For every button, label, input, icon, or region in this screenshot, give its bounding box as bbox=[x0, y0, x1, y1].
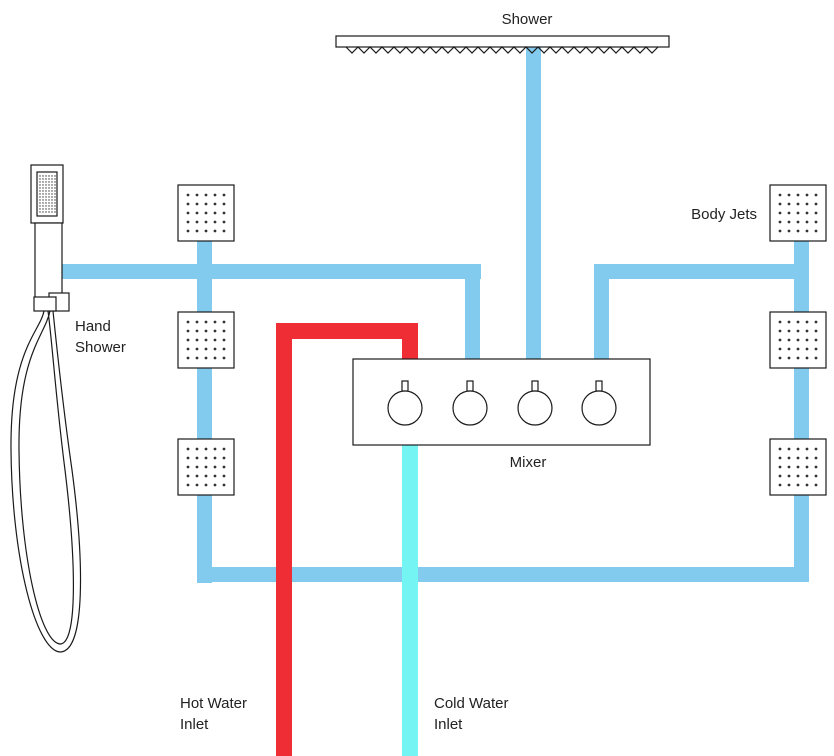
left-upper-pipe bbox=[62, 264, 481, 279]
hot-water-pipe bbox=[276, 323, 418, 756]
body-jet bbox=[177, 311, 235, 369]
right-upper-pipe bbox=[594, 264, 809, 279]
hot-water-inlet-label-line1: Hot Water bbox=[180, 695, 247, 712]
mixer-handle bbox=[581, 380, 617, 426]
bottom-loop-pipe bbox=[197, 567, 809, 582]
mixer-handle bbox=[517, 380, 553, 426]
mixer-label: Mixer bbox=[510, 454, 547, 471]
shower-label: Shower bbox=[502, 11, 553, 28]
cold-water-pipe bbox=[402, 444, 418, 756]
mixer-handle bbox=[387, 380, 423, 426]
body-jet bbox=[769, 438, 827, 496]
right-upper-drop-pipe bbox=[594, 264, 609, 362]
body-jet bbox=[177, 184, 235, 242]
cold-water-inlet-label-line2: Inlet bbox=[434, 716, 463, 733]
body-jets-group bbox=[177, 184, 827, 496]
mixer-handle bbox=[452, 380, 488, 426]
hand-shower-label-line2: Shower bbox=[75, 339, 126, 356]
hand-shower bbox=[10, 164, 82, 653]
body-jets-label: Body Jets bbox=[691, 206, 757, 223]
distribution-pipes bbox=[62, 44, 809, 583]
shower-riser-pipe bbox=[526, 44, 541, 362]
left-jet-column-pipe bbox=[197, 238, 212, 583]
left-upper-drop-pipe bbox=[465, 264, 480, 362]
mixer-valve bbox=[352, 358, 651, 446]
right-jet-column-pipe bbox=[794, 238, 809, 582]
body-jet bbox=[769, 311, 827, 369]
hand-shower-label-line1: Hand bbox=[75, 318, 111, 335]
body-jet bbox=[769, 184, 827, 242]
body-jet bbox=[177, 438, 235, 496]
hot-water-inlet-label-line2: Inlet bbox=[180, 716, 209, 733]
rain-shower-head bbox=[335, 35, 670, 54]
cold-water-inlet-label-line1: Cold Water bbox=[434, 695, 508, 712]
